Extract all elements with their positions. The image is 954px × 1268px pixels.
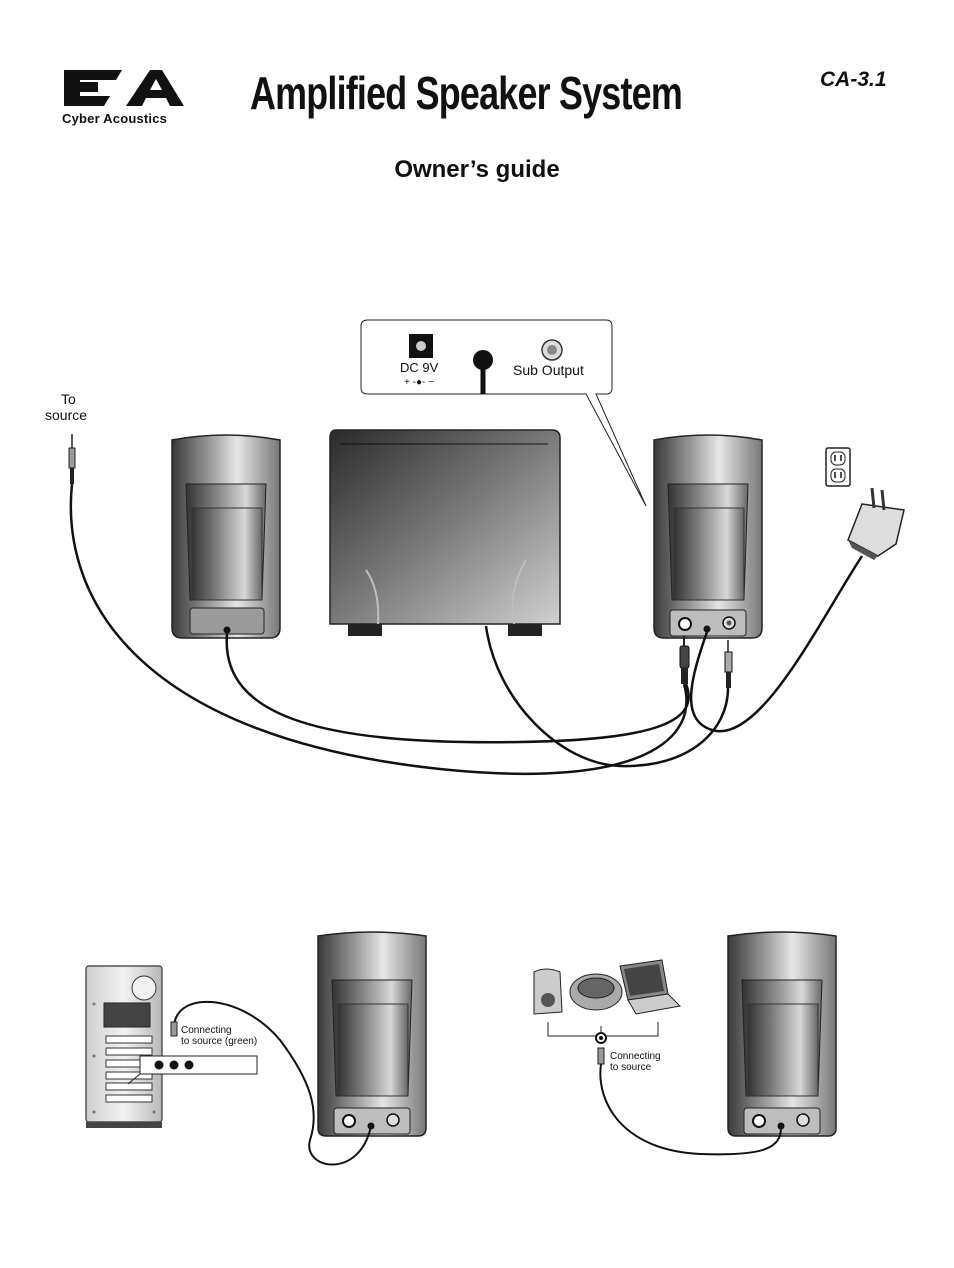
left-speaker [171, 434, 281, 639]
model-number: CA-3.1 [820, 68, 887, 91]
power-adapter-icon [847, 487, 905, 560]
sub-output-label: Sub Output [513, 362, 584, 378]
dvd-player-icon [619, 959, 682, 1015]
bottom-right-speaker [727, 931, 837, 1137]
computer-cable [172, 1001, 372, 1166]
device-connect-label-1: Connecting [610, 1051, 661, 1062]
sound-card-jacks-callout [127, 1055, 258, 1085]
cd-player-icon [569, 973, 623, 1011]
computer-tower-icon [85, 965, 163, 1128]
computer-connect-label-1: Connecting [181, 1025, 232, 1036]
to-source-label-1: To [61, 391, 76, 407]
rear-panel-callout [360, 319, 647, 507]
page-title: Amplified Speaker System [250, 67, 683, 119]
right-speaker [653, 434, 763, 639]
brand-name: Cyber Acoustics [62, 111, 168, 126]
dc-9v-label: DC 9V [400, 360, 439, 375]
source-plug-icon [68, 434, 76, 484]
power-cord-icon [473, 350, 493, 370]
page-subtitle: Owner’s guide [394, 156, 560, 183]
rca-plug-icon [679, 636, 733, 688]
computer-connect-label-2: to source (green) [181, 1036, 258, 1047]
device-connect-label-2: to source [610, 1062, 652, 1073]
bottom-left-speaker [317, 931, 427, 1137]
polarity-label: + -●- − [404, 377, 434, 388]
to-source-label-2: source [45, 407, 88, 423]
wall-outlet-icon [825, 447, 851, 487]
portable-speaker-icon [533, 968, 563, 1015]
device-cable [599, 1063, 783, 1156]
subwoofer [329, 429, 561, 636]
cyber-acoustics-logo [64, 70, 184, 106]
cables [69, 483, 864, 776]
